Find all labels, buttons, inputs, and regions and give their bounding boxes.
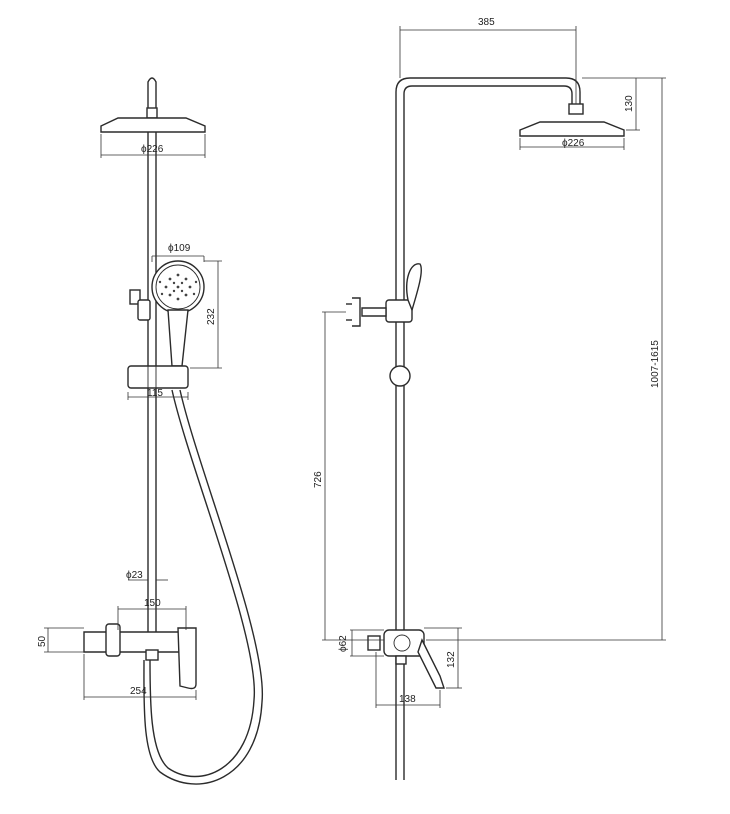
side-view	[346, 77, 625, 780]
front-slider-knob	[137, 299, 151, 321]
dim-spout-height: 132	[446, 651, 457, 668]
shower-hose-outer	[149, 389, 256, 778]
side-mixer-lever	[417, 638, 445, 689]
hand-shower-nozzles	[158, 273, 198, 301]
side-rain-head	[519, 121, 625, 137]
side-mixer-valve	[367, 635, 381, 651]
dim-mixer-diameter: ϕ62	[338, 635, 349, 652]
hand-shower-holder	[127, 365, 189, 389]
dim-head-height: 130	[624, 95, 635, 112]
dim-mixer-length: 254	[130, 686, 147, 697]
dim-holder-width: 115	[147, 388, 163, 399]
front-mixer-knob	[105, 623, 121, 657]
dim-hand-height: 232	[206, 308, 217, 325]
shower-hose-inner	[143, 389, 264, 785]
front-head-connector	[146, 107, 158, 119]
hand-shower-inner	[155, 264, 201, 310]
side-inlet-pipe	[361, 307, 387, 317]
dim-mixer-centers: 150	[144, 598, 161, 609]
front-mixer-outlet	[145, 649, 159, 661]
side-diverter	[385, 299, 413, 323]
dim-total-height: 1007-1615	[650, 340, 661, 388]
side-hand-shower	[406, 263, 422, 313]
dim-arm-length: 385	[478, 17, 495, 28]
front-dimensions: ϕ226 ϕ109 232 115 ϕ23 150 50 254	[37, 134, 222, 700]
front-view	[83, 77, 264, 785]
side-dimensions: 385 130 ϕ226 1007-1615 726 ϕ62 132 138	[313, 17, 666, 708]
hand-shower-handle	[167, 309, 189, 367]
front-rain-head	[100, 117, 206, 133]
dim-hand-diameter: ϕ109	[168, 243, 191, 254]
side-slider-knob	[389, 365, 411, 387]
side-head-connector	[568, 103, 584, 115]
dim-mixer-depth: 138	[399, 694, 416, 705]
front-mixer-body	[83, 631, 189, 653]
dim-mixer-height: 50	[37, 635, 48, 647]
dim-front-head-diameter: ϕ226	[141, 144, 164, 155]
front-slider-clamp	[129, 289, 141, 305]
dim-inlet-height: 726	[313, 471, 324, 488]
dim-side-head-diameter: ϕ226	[562, 138, 585, 149]
front-arm-stub	[147, 77, 157, 112]
front-mixer-lever	[177, 627, 197, 690]
dim-rod-diameter: ϕ23	[126, 570, 143, 581]
side-overhead-arm	[395, 77, 581, 300]
